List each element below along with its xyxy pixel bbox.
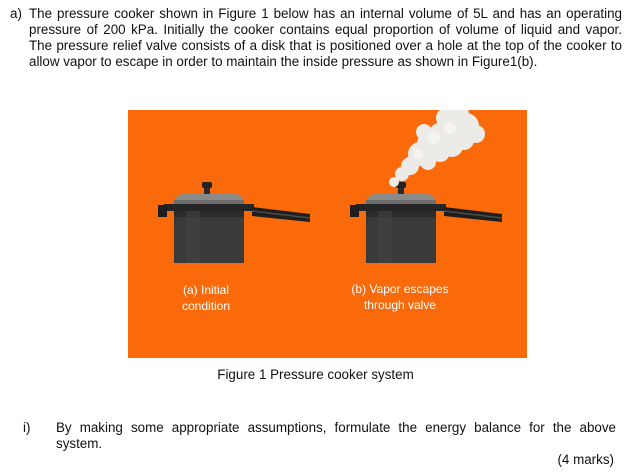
caption-b-line1: (b) Vapor escapes: [351, 282, 449, 296]
figure-caption: Figure 1 Pressure cooker system: [217, 367, 414, 382]
caption-vapor-escapes: (b) Vapor escapes through valve: [336, 281, 464, 313]
question-label: a): [10, 6, 22, 21]
caption-b-line2: through valve: [363, 298, 437, 312]
subquestion-text: By making some appropriate assumptions, …: [56, 420, 616, 451]
steam-cloud-highlight: [413, 122, 456, 159]
caption-a-line2: condition: [181, 299, 231, 313]
pressure-cooker-a: [158, 182, 311, 263]
pressure-cooker-illustration: [158, 110, 503, 263]
marks-label: (4 marks): [557, 452, 614, 467]
subquestion-i: i) By making some appropriate assumption…: [23, 420, 616, 452]
steam-cloud: [389, 110, 485, 187]
pressure-cooker-b: [350, 182, 503, 263]
pressure-cooker-figure: (a) Initial condition (b) Vapor escapes …: [128, 110, 527, 358]
question-a: a) The pressure cooker shown in Figure 1…: [10, 6, 622, 70]
subquestion-label: i): [23, 420, 31, 435]
question-text: The pressure cooker shown in Figure 1 be…: [29, 6, 622, 69]
caption-initial-condition: (a) Initial condition: [164, 282, 248, 314]
caption-a-line1: (a) Initial: [182, 283, 229, 297]
